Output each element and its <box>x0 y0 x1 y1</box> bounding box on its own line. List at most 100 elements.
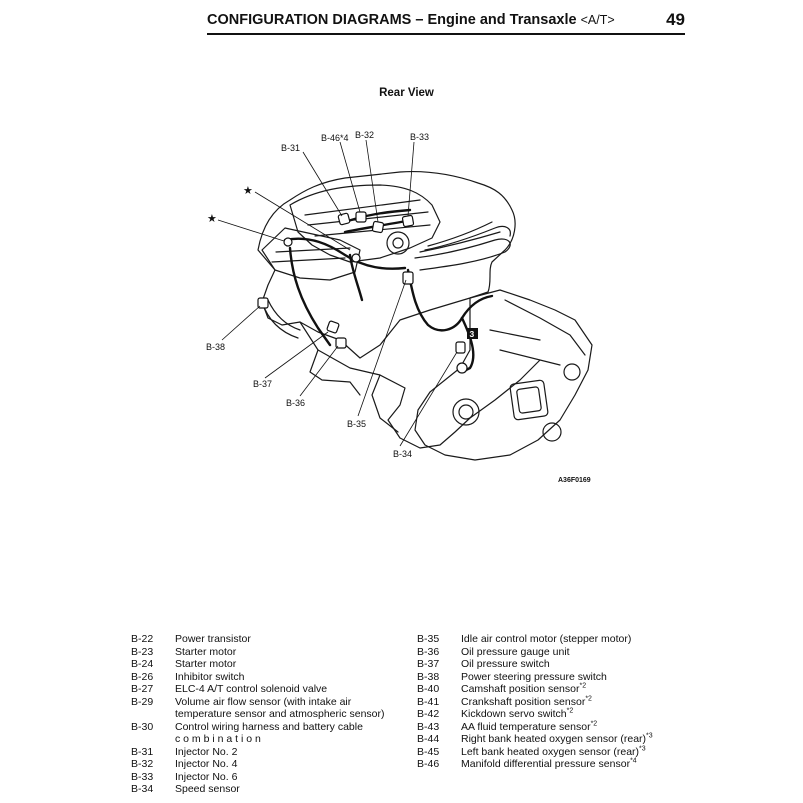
legend-row: B-36 Oil pressure gauge unit <box>417 646 697 659</box>
leader-b35 <box>357 279 407 417</box>
leader-b32 <box>365 139 379 223</box>
connector-b35 <box>402 271 414 285</box>
page-header: CONFIGURATION DIAGRAMS – Engine and Tran… <box>207 10 685 32</box>
legend-row: B-45 Left bank heated oxygen sensor (rear… <box>417 745 697 759</box>
legend-note-marker: *2 <box>585 695 592 702</box>
wiring-harness-main <box>283 237 407 270</box>
leader-star1 <box>254 191 351 251</box>
marker-box-3-label: 3 <box>470 329 475 339</box>
engine-outline <box>257 170 516 359</box>
legend-description: Kickdown servo switch*2 <box>461 708 697 721</box>
connector-b31 <box>337 212 351 226</box>
connector-b33 <box>401 214 415 228</box>
wiring-harness-left <box>288 246 332 347</box>
legend-description: ELC-4 A/T control solenoid valve <box>175 683 411 696</box>
callout-b46: B-46*4 <box>321 133 349 143</box>
legend-code: B-33 <box>131 770 154 783</box>
legend-note-marker: *4 <box>630 757 637 765</box>
legend-description-text: Inhibitor switch <box>175 670 245 683</box>
legend-description-text: Volume air flow sensor (with intake air <box>175 695 352 708</box>
legend-description: c o m b i n a t i o n <box>175 733 411 746</box>
header-main-title: CONFIGURATION DIAGRAMS <box>207 12 412 28</box>
header-subtitle: – Engine and Transaxle <box>415 12 577 28</box>
legend-row: B-46 Manifold differential pressure senso… <box>417 758 697 771</box>
leader-b37 <box>264 331 329 379</box>
legend-description-text: Injector No. 4 <box>175 758 238 770</box>
callout-star-1: ★ <box>243 185 253 197</box>
clamp-mid <box>351 253 361 263</box>
legend-code: B-45 <box>417 745 440 758</box>
legend-note-marker: *3 <box>646 732 653 740</box>
legend-description: Camshaft position sensor*2 <box>461 683 697 696</box>
header-transaxle-type: <A/T> <box>580 13 615 27</box>
legend-description-text: c o m b i n a t i o n <box>175 733 261 745</box>
legend-code: B-38 <box>417 670 440 683</box>
connector-b34 <box>455 341 466 354</box>
legend-code: B-22 <box>131 633 154 645</box>
view-title: Rear View <box>379 87 434 99</box>
legend-description-text: Power steering pressure switch <box>461 670 607 683</box>
fuel-lines <box>424 221 511 251</box>
legend-description-text: Injector No. 2 <box>175 745 238 758</box>
legend-description: Right bank heated oxygen sensor (rear)*3 <box>461 733 697 746</box>
legend-description-text: Kickdown servo switch <box>461 708 567 720</box>
legend-code: B-46 <box>417 758 440 770</box>
legend-code: B-24 <box>131 658 154 670</box>
legend-description-text: temperature sensor and atmospheric senso… <box>175 708 385 720</box>
legend-code: B-26 <box>131 670 154 683</box>
callout-b31: B-31 <box>281 143 300 153</box>
header-title: CONFIGURATION DIAGRAMS – Engine and Tran… <box>207 12 615 28</box>
legend-code: B-43 <box>417 720 440 733</box>
legend-description-text: AA fluid temperature sensor <box>461 720 591 733</box>
leader-star2 <box>217 219 285 242</box>
legend-note-marker: *2 <box>566 707 574 715</box>
transaxle-housing <box>414 289 593 461</box>
legend-description-text: Idle air control motor (stepper motor) <box>461 633 632 645</box>
intake-plenum <box>289 184 441 263</box>
legend-code: B-37 <box>417 658 440 670</box>
legend-code: B-36 <box>417 645 440 658</box>
legend-description-text: Injector No. 6 <box>175 770 238 783</box>
legend-description: Starter motor <box>175 646 411 659</box>
legend-row: B-29 Volume air flow sensor (with intake … <box>131 696 411 709</box>
legend-code: B-29 <box>131 695 154 708</box>
cylinder-head-left <box>261 227 361 281</box>
legend-description: temperature sensor and atmospheric senso… <box>175 708 411 721</box>
connector-b46 <box>355 211 367 223</box>
legend-code: B-27 <box>131 683 154 695</box>
legend-description: Idle air control motor (stepper motor) <box>461 633 697 646</box>
legend-description: Control wiring harness and battery cable <box>175 721 411 734</box>
legend-description: Starter motor <box>175 658 411 671</box>
legend-description-text: ELC-4 A/T control solenoid valve <box>175 683 328 695</box>
flange-right <box>542 422 562 442</box>
callout-b38: B-38 <box>206 342 225 352</box>
legend-row: B-33 Injector No. 6 <box>131 771 411 784</box>
legend-description-text: Speed sensor <box>175 783 240 795</box>
legend-description-text: Right bank heated oxygen sensor (rear) <box>461 733 647 745</box>
legend-code: B-30 <box>131 720 154 733</box>
legend-row: c o m b i n a t i o n <box>131 733 411 746</box>
legend-code <box>131 708 175 721</box>
legend-description-text: Left bank heated oxygen sensor (rear) <box>461 745 640 758</box>
legend-row: B-27 ELC-4 A/T control solenoid valve <box>131 683 411 696</box>
legend-description: Oil pressure gauge unit <box>461 646 697 659</box>
legend-description: Manifold differential pressure sensor*4 <box>461 758 697 771</box>
connector-b36 <box>335 337 347 349</box>
connector-b38 <box>257 297 269 309</box>
legend-description: AA fluid temperature sensor*2 <box>461 720 697 734</box>
legend-description-text: Starter motor <box>175 658 237 670</box>
throttle-body <box>386 231 410 255</box>
legend-description-text: Control wiring harness and battery cable <box>175 720 363 733</box>
legend-description: Inhibitor switch <box>175 671 411 684</box>
legend-description-text: Oil pressure switch <box>461 658 550 670</box>
legend-code: B-32 <box>131 758 154 770</box>
legend-description: Injector No. 2 <box>175 746 411 759</box>
legend-code: B-23 <box>131 645 154 658</box>
